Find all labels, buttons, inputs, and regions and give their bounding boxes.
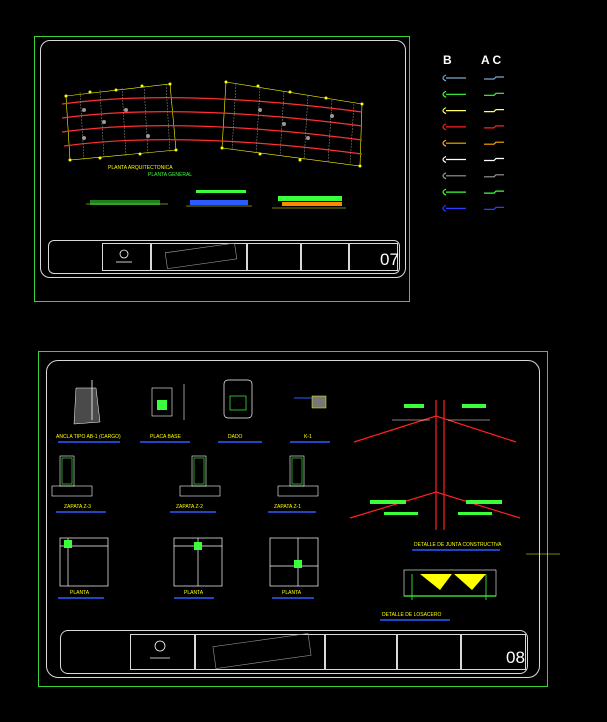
title-block-image-cell: [150, 243, 248, 271]
legend-row: [442, 90, 504, 98]
legend-swatch-ac: [484, 190, 504, 194]
legend-swatch-b: [442, 188, 466, 196]
sheet-1-inner-border: [40, 40, 406, 278]
legend-row: [442, 123, 504, 131]
title-block-2-project-cell: [396, 634, 462, 670]
legend-swatch-b: [442, 155, 466, 164]
detail-title-dado: DADO: [228, 434, 243, 440]
zapata-title-z3: ZAPATA Z-3: [64, 504, 91, 510]
legend-row: [442, 155, 504, 164]
detail-title-anchor: ANCLA TIPO AB-1 (CARGO): [56, 434, 121, 440]
legend-swatch-b: [442, 204, 466, 212]
title-block-2-image-cell: [194, 634, 326, 670]
sheet-2-outer-border: [38, 351, 548, 687]
legend-swatch-b: [442, 123, 466, 131]
detail-title-placa-base: PLACA BASE: [150, 434, 181, 440]
title-block-logo-cell: [102, 243, 152, 271]
zapata-title-z2: ZAPATA Z-2: [176, 504, 203, 510]
legend-swatch-ac: [484, 76, 504, 80]
legend-swatch-b: [442, 172, 466, 180]
detail-title-junta: DETALLE DE JUNTA CONSTRUCTIVA: [414, 542, 502, 548]
sheet-2-inner-border: [46, 360, 540, 678]
legend-row: [442, 204, 504, 212]
legend-swatch-ac: [484, 174, 504, 178]
plan-subtitle: PLANTA GENERAL: [148, 172, 193, 178]
planta-title-3: PLANTA: [282, 590, 302, 596]
title-block-num-cell: [348, 243, 398, 271]
sheet-1-number: 07: [380, 250, 399, 269]
plan-title: PLANTA ARQUITECTONICA: [108, 165, 173, 171]
sheet-1-title-block: [48, 240, 400, 274]
legend-col-ac: A C: [481, 53, 502, 67]
legend-swatch-b: [442, 107, 466, 115]
title-block-info-cell: [246, 243, 302, 271]
detail-title-losacero: DETALLE DE LOSACERO: [382, 612, 442, 618]
legend-swatch-b: [442, 90, 466, 98]
legend-row: [442, 139, 504, 147]
legend-row: [442, 107, 504, 115]
legend-swatch-b: [442, 74, 466, 82]
sheet-1-outer-border: [34, 36, 410, 302]
legend-swatch-ac: [484, 125, 504, 129]
sheet-2-title-block: [60, 630, 528, 674]
title-block-project-cell: [300, 243, 350, 271]
legend-row: [442, 188, 504, 196]
legend-row: [442, 172, 504, 180]
legend-swatch-ac: [484, 109, 504, 113]
sheet-2-number: 08: [506, 648, 525, 667]
legend-swatch-ac: [484, 141, 504, 145]
title-block-2-info-cell: [324, 634, 398, 670]
legend-swatch-ac: [484, 92, 504, 96]
title-block-2-num-cell: [460, 634, 526, 670]
title-block-2-logo-cell: [130, 634, 196, 670]
legend-col-b: B: [443, 53, 452, 67]
legend-swatch-b: [442, 139, 466, 147]
legend-swatch-ac: [484, 157, 504, 162]
planta-title-2: PLANTA: [184, 590, 204, 596]
legend-row: [442, 74, 504, 82]
detail-title-k1: K-1: [304, 434, 312, 440]
planta-title-1: PLANTA: [70, 590, 90, 596]
zapata-title-z1: ZAPATA Z-1: [274, 504, 301, 510]
legend-swatch-ac: [484, 206, 504, 210]
